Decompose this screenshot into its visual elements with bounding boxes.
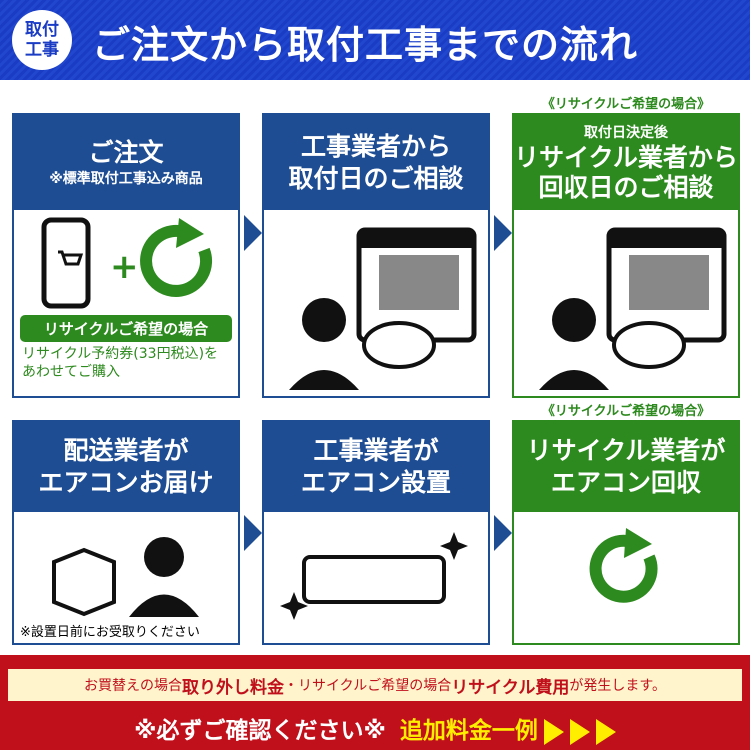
step-title: 取付日のご相談: [288, 163, 464, 193]
step-title: 工事業者から: [300, 131, 451, 161]
step-title: エアコンお届け: [38, 468, 214, 497]
step-delivery: 配送業者がエアコンお届け ※設置日前にお受取りください: [12, 420, 240, 645]
recycle-note: 《リサイクルご希望の場合》: [541, 404, 711, 419]
triangle-right-icon: [595, 718, 616, 745]
step-title: 配送業者が: [63, 436, 189, 465]
warning-text: お買替えの場合: [83, 678, 182, 694]
fee-warning: お買替えの場合取り外し料金・リサイクルご希望の場合リサイクル費用が発生します。: [8, 669, 742, 701]
recycle-ticket-text: リサイクル予約券(33円税込)をあわせてご購入: [22, 346, 219, 380]
svg-text:+: +: [110, 247, 139, 287]
confirm-line[interactable]: ※必ずご確認ください※ 追加料金一例: [0, 711, 750, 745]
recycle-arrow-icon: [589, 528, 658, 603]
arrow-right-icon: [244, 215, 262, 251]
removal-fee: 取り外し料金: [181, 677, 284, 698]
step-title: リサイクル業者が: [526, 436, 726, 465]
fee-notice-banner[interactable]: お買替えの場合取り外し料金・リサイクルご希望の場合リサイクル費用が発生します。 …: [0, 655, 750, 750]
smartphone-cart-icon: +: [41, 217, 212, 309]
step-subtitle: ※標準取付工事込み商品: [49, 170, 203, 187]
step-contractor-schedule: 工事業者から取付日のご相談: [262, 113, 490, 398]
triangle-right-icon: [543, 718, 564, 745]
warning-text: ・リサイクルご希望の場合: [283, 678, 452, 694]
recycle-fee: リサイクル費用: [451, 677, 570, 698]
step-recycler-schedule: 取付日決定後リサイクル業者から回収日のご相談: [512, 113, 740, 398]
warning-text: が発生します。: [569, 678, 667, 694]
header-banner: 取付工事 ご注文から取付工事までの流れ: [0, 0, 750, 80]
arrow-right-icon: [244, 515, 262, 551]
step-title: 回収日のご相談: [538, 172, 714, 202]
step-order: ご注文 ※標準取付工事込み商品 + リサイクルご希望の場合 リサイクル予約券(33…: [12, 113, 240, 398]
step-title: 工事業者が: [313, 436, 439, 465]
step-title: エアコン設置: [300, 468, 451, 497]
operator-calendar-icon: [289, 227, 477, 390]
confirm-text: ※必ずご確認ください※: [134, 718, 386, 744]
recycle-pill: リサイクルご希望の場合: [20, 315, 232, 342]
air-conditioner-icon: [280, 532, 468, 620]
step-title: ご注文: [88, 137, 164, 167]
step-pretitle: 取付日決定後: [584, 124, 668, 141]
step-title: エアコン回収: [550, 468, 701, 497]
operator-calendar-icon: [539, 227, 727, 390]
step-installation: 工事業者がエアコン設置: [262, 420, 490, 645]
step-recycle-collection: リサイクル業者がエアコン回収: [512, 420, 740, 645]
extra-fee-link[interactable]: 追加料金一例: [399, 718, 538, 744]
install-badge: 取付工事: [12, 10, 72, 70]
triangle-right-icon: [569, 718, 590, 745]
arrow-right-icon: [494, 515, 512, 551]
recycle-note: 《リサイクルご希望の場合》: [541, 97, 711, 112]
delivery-box-person-icon: [52, 537, 199, 617]
delivery-note: ※設置日前にお受取りください: [20, 625, 200, 640]
step-title: リサイクル業者から: [514, 142, 738, 172]
arrow-right-icon: [494, 215, 512, 251]
page-title: ご注文から取付工事までの流れ: [92, 23, 639, 67]
